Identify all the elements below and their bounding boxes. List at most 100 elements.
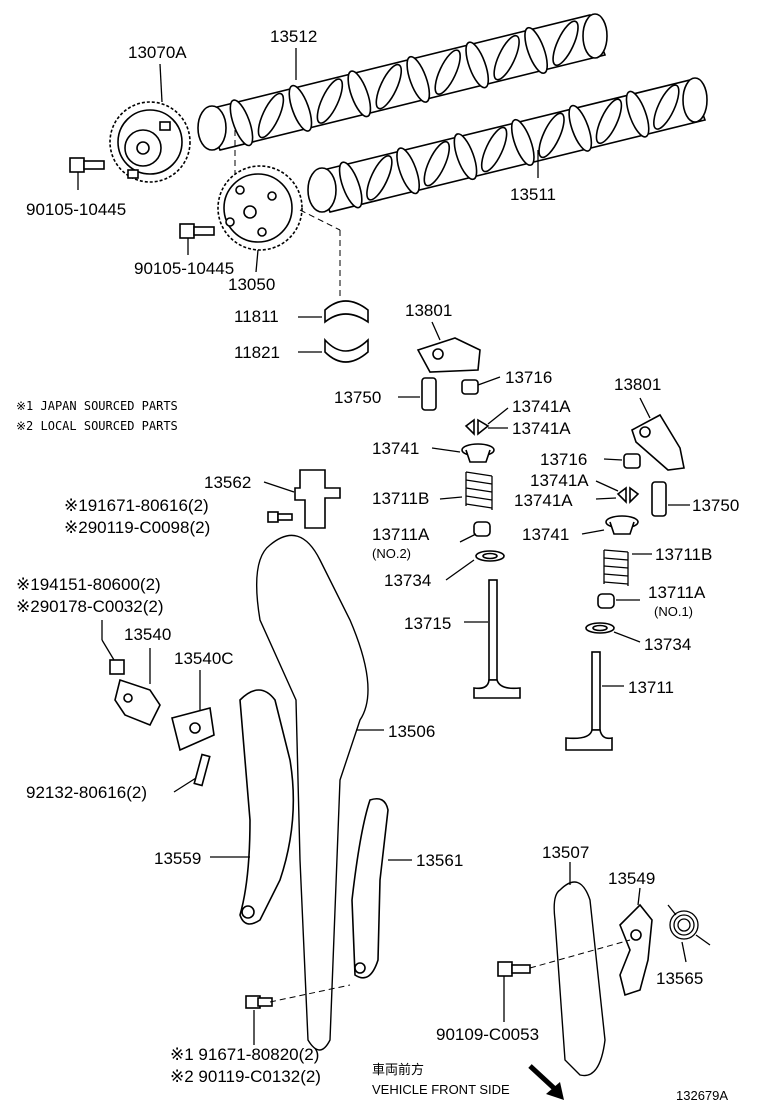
label-stud-92132: 92132-80616(2) — [26, 783, 147, 802]
label-front-jp: 車両前方 — [372, 1062, 424, 1077]
label-13711B-right: 13711B — [655, 545, 712, 564]
valve-keeper-13741A-right — [616, 486, 640, 504]
label-13741A-right-2: 13741A — [514, 491, 573, 510]
label-13711B-left: 13711B — [372, 489, 429, 508]
label-13549: 13549 — [608, 869, 655, 888]
label-13511: 13511 — [510, 185, 556, 204]
note-japan-sourced: ※1 JAPAN SOURCED PARTS — [16, 399, 178, 413]
cam-lobe — [406, 55, 431, 103]
label-13715: 13715 — [404, 614, 451, 633]
label-13050: 13050 — [228, 275, 275, 294]
label-bolt-tensioner-1: ※194151-80600(2) — [16, 575, 161, 594]
camshaft-13511 — [307, 77, 708, 213]
camshaft-timing-sprocket-13050 — [217, 165, 303, 251]
chain-guide-13562 — [294, 469, 341, 529]
valve-spring-seat-13734-left — [475, 550, 505, 562]
valve-spring-retainer-13741-left — [461, 443, 495, 463]
cam-lobe — [552, 20, 579, 67]
label-13540: 13540 — [124, 625, 171, 644]
valve-spring-13711B-left — [465, 471, 493, 510]
label-13711A-right: 13711A — [648, 583, 706, 602]
rocker-arm-13801-left — [416, 337, 481, 373]
stud-bolt-92132 — [193, 753, 211, 787]
label-13711A-left: 13711A — [372, 525, 430, 544]
label-bolt-lower: 90105-10445 — [134, 259, 234, 278]
label-bolt-upper: 90105-10445 — [26, 200, 126, 219]
valve-keeper-13741A-left — [464, 418, 490, 436]
chain-slipper-13559 — [239, 689, 295, 925]
figure-id: 132679A — [676, 1088, 728, 1103]
label-front-en: VEHICLE FRONT SIDE — [372, 1082, 510, 1097]
cam-lobe — [396, 147, 421, 195]
bolt-chain-guide — [267, 511, 293, 523]
valve-spring-seat-13734-right — [585, 622, 615, 634]
timing-chain-13506 — [256, 534, 369, 1051]
cam-lobe — [375, 63, 403, 110]
label-13741-left: 13741 — [372, 439, 419, 458]
label-13070A: 13070A — [128, 43, 187, 62]
cam-lobe — [338, 161, 363, 209]
label-13734-right: 13734 — [644, 635, 691, 654]
cam-lobe — [493, 34, 520, 81]
intake-valve-13711 — [565, 651, 613, 751]
label-13801-right: 13801 — [614, 375, 661, 394]
bolt-lower — [245, 995, 273, 1009]
cam-lobe — [434, 49, 461, 95]
label-no2: (NO.2) — [372, 546, 411, 561]
label-no1: (NO.1) — [654, 604, 693, 619]
label-13750-left: 13750 — [334, 388, 381, 407]
cam-lobe — [568, 104, 593, 152]
bolt-90105-10445-lower — [179, 223, 215, 255]
label-bolt-guide-2: ※290119-C0098(2) — [64, 518, 210, 537]
bolt-90105-10445-upper — [69, 157, 105, 190]
label-13711: 13711 — [628, 678, 674, 697]
camshaft-timing-gear-13070A — [109, 101, 191, 183]
label-13750-right: 13750 — [692, 496, 739, 515]
valve-spring-retainer-13741-right — [605, 515, 639, 535]
label-11821: 11821 — [234, 343, 280, 362]
bearing-11821 — [324, 337, 369, 363]
label-11811: 11811 — [234, 307, 279, 326]
label-13512: 13512 — [270, 27, 317, 46]
label-13716-left: 13716 — [505, 368, 552, 387]
label-13565: 13565 — [656, 969, 703, 988]
tensioner-gasket-13540C — [171, 706, 215, 752]
oil-pump-chain-13507 — [553, 881, 606, 1077]
tensioner-spring-13565 — [667, 904, 711, 946]
label-13506: 13506 — [388, 722, 435, 741]
chain-tensioner-13540 — [114, 678, 161, 727]
lash-adjuster-13750-left — [421, 377, 437, 411]
cam-lobe — [480, 126, 508, 173]
rocker-arm-13801-right — [631, 413, 685, 471]
valve-stem-seal-13711A-right — [597, 593, 615, 609]
label-bolt-tensioner-2: ※290178-C0032(2) — [16, 597, 164, 616]
valve-stem-cap-13716-left — [461, 379, 479, 395]
label-13507: 13507 — [542, 843, 589, 862]
cam-lobe — [625, 90, 650, 138]
label-13741-right: 13741 — [522, 525, 569, 544]
label-90109-C0053: 90109-C0053 — [436, 1025, 539, 1044]
chain-tensioner-plate-13549 — [619, 903, 653, 997]
cam-lobe — [423, 140, 451, 187]
camshaft-13512 — [197, 13, 608, 151]
note-local-sourced: ※2 LOCAL SOURCED PARTS — [16, 419, 178, 433]
valve-stem-seal-13711A-left — [473, 521, 491, 537]
cam-lobe — [257, 92, 285, 139]
bearing-11811 — [324, 300, 369, 324]
label-13561: 13561 — [416, 851, 463, 870]
chain-vibration-damper-13561 — [351, 797, 389, 979]
label-13716-right: 13716 — [540, 450, 587, 469]
cam-lobe — [465, 41, 490, 89]
label-13562: 13562 — [204, 473, 251, 492]
label-13540C: 13540C — [174, 649, 234, 668]
cam-lobe — [524, 26, 549, 74]
label-bolt-lower-2: ※2 90119-C0132(2) — [170, 1067, 321, 1086]
cam-lobe — [453, 133, 478, 181]
cam-lobe — [538, 112, 565, 159]
label-13734-left: 13734 — [384, 571, 431, 590]
cam-lobe — [229, 99, 254, 147]
cam-lobe — [510, 118, 535, 166]
valve-spring-13711B-right — [603, 549, 629, 586]
label-13741A-right-1: 13741A — [530, 471, 589, 490]
